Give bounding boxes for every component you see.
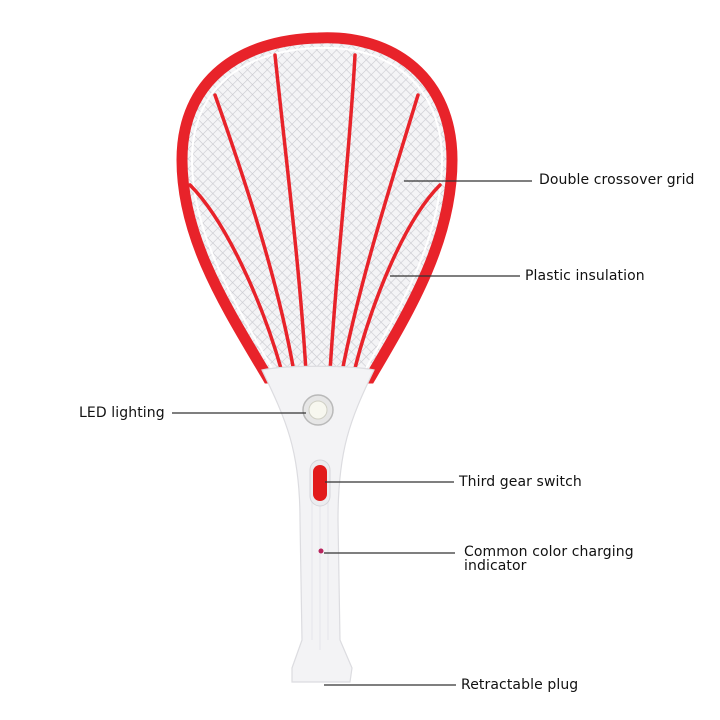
led-light-icon [302,394,334,426]
callout-plastic-insulation: Plastic insulation [525,268,645,284]
callout-double-crossover-grid: Double crossover grid [539,172,695,188]
callout-led-lighting: LED lighting [79,405,165,421]
charging-indicator-icon [318,548,324,554]
gear-switch-icon [309,459,331,507]
racket-head [176,32,458,384]
callout-retractable-plug: Retractable plug [461,677,579,693]
leader-lines [172,180,532,686]
callout-third-gear-switch: Third gear switch [459,474,582,490]
callout-charging-indicator: Common color charging indicator [464,544,634,574]
